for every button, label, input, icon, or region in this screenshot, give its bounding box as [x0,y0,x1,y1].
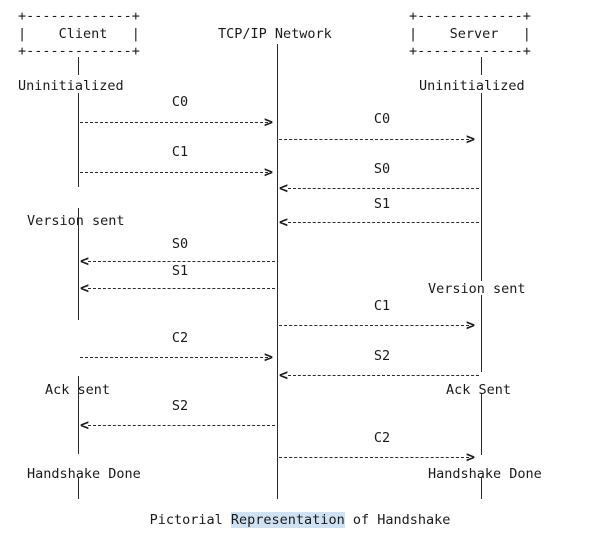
diagram-caption: Pictorial Representation of Handshake [0,512,600,529]
message-label-s0-server-network: S0 [373,161,391,177]
arrowhead-left-s1-server-network: < [279,213,289,231]
message-arrow-c2-client-network [80,357,268,358]
message-label-c2-client-network: C2 [171,330,189,346]
lifeline-server-seg5 [481,477,482,499]
message-arrow-c0-network-server [279,139,469,140]
message-arrow-s1-network-client [88,288,275,289]
lifeline-client-seg5 [78,477,79,499]
arrowhead-right-c2-network-server: > [466,448,476,466]
lifeline-client-seg4 [78,376,79,454]
lifeline-server-seg2 [481,93,482,281]
state-label-client-version-sent: Version sent [27,213,125,229]
arrowhead-left-s1-network-client: < [80,279,90,297]
message-arrow-s2-server-network [288,375,479,376]
message-label-c1-network-server: C1 [373,298,391,314]
participant-box-server: +-------------+ | Server | +------------… [409,8,531,61]
lifeline-client-seg2 [78,93,79,187]
lifeline-network-seg1 [277,44,278,499]
arrowhead-right-c1-network-server: > [466,316,476,334]
participant-box-client: +-------------+ | Client | +------------… [18,8,140,61]
message-label-c0-client-network: C0 [171,94,189,110]
message-label-s1-server-network: S1 [373,196,391,212]
caption-highlighted-word[interactable]: Representation [230,512,345,528]
message-arrow-c2-network-server [279,457,469,458]
client-box-top: +-------------+ [18,8,140,24]
lifeline-server-seg4 [481,393,482,455]
message-label-c0-network-server: C0 [373,111,391,127]
arrowhead-right-c2-client-network: > [264,348,274,366]
server-box-mid: | Server | [409,25,531,42]
message-arrow-c0-client-network [80,122,268,123]
client-box-mid: | Client | [18,25,140,42]
arrowhead-right-c0-network-server: > [466,130,476,148]
message-label-s1-network-client: S1 [171,263,189,279]
message-arrow-s0-network-client [88,261,275,262]
message-label-c1-client-network: C1 [171,144,189,160]
arrowhead-right-c1-client-network: > [264,163,274,181]
message-arrow-c1-network-server [279,325,469,326]
arrowhead-left-s2-network-client: < [80,416,90,434]
server-box-top: +-------------+ [409,8,531,24]
participant-title-network: TCP/IP Network [218,26,332,42]
caption-text-after: of Handshake [344,512,451,528]
message-label-c2-network-server: C2 [373,430,391,446]
state-label-client-ack-sent: Ack sent [45,382,111,398]
state-label-server-ack-sent: Ack Sent [446,382,512,398]
state-label-server-version-sent: Version sent [428,281,526,297]
client-box-bottom: +-------------+ [18,43,140,59]
lifeline-client-seg1 [78,57,79,75]
server-box-bottom: +-------------+ [409,43,531,59]
arrowhead-left-s0-network-client: < [80,252,90,270]
lifeline-server-seg1 [481,57,482,75]
message-arrow-s1-server-network [288,222,479,223]
message-arrow-s2-network-client [88,425,275,426]
message-label-s2-network-client: S2 [171,398,189,414]
arrowhead-left-s0-server-network: < [279,179,289,197]
lifeline-client-seg3 [78,208,79,320]
caption-text-before: Pictorial [149,512,231,528]
state-label-client-uninitialized: Uninitialized [18,78,124,94]
arrowhead-right-c0-client-network: > [264,113,274,131]
message-label-s2-server-network: S2 [373,348,391,364]
message-arrow-s0-server-network [288,188,479,189]
lifeline-server-seg3 [481,295,482,372]
message-arrow-c1-client-network [80,172,268,173]
state-label-client-handshake-done: Handshake Done [27,466,141,482]
message-label-s0-network-client: S0 [171,236,189,252]
state-label-server-handshake-done: Handshake Done [428,466,542,482]
arrowhead-left-s2-server-network: < [279,366,289,384]
state-label-server-uninitialized: Uninitialized [419,78,525,94]
